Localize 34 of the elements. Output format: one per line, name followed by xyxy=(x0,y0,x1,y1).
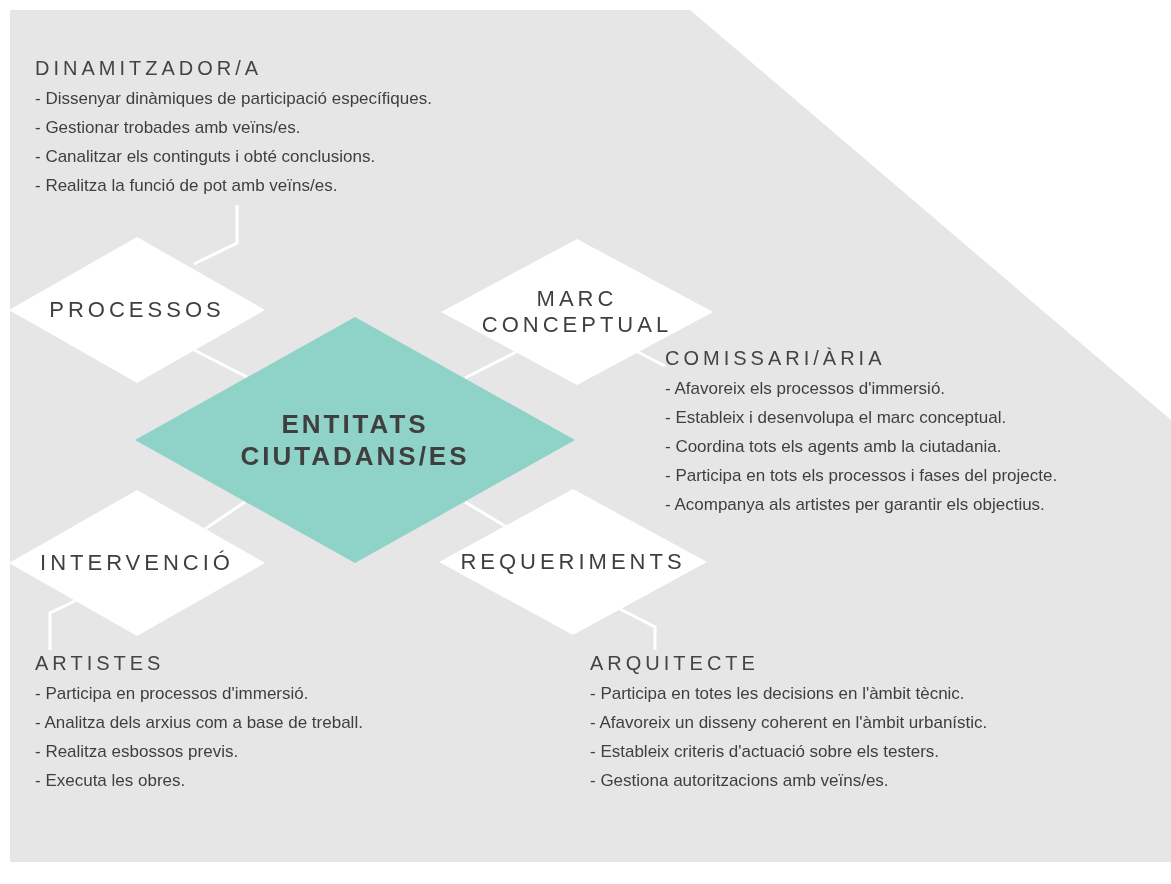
task-line: - Canalitzar els continguts i obté conclusions. xyxy=(35,146,376,168)
role-heading: DINAMITZADOR/A xyxy=(35,56,263,81)
connector-line xyxy=(193,205,239,266)
connector-line xyxy=(619,607,657,650)
task-line: - Participa en tots els processos i fases del projecte. xyxy=(665,465,1058,487)
diamond-label: INTERVENCIÓ xyxy=(39,550,235,576)
task-line: - Gestiona autoritzacions amb veïns/es. xyxy=(590,770,889,792)
diamond-label: ENTITATS CIUTADANS/ES xyxy=(239,408,471,472)
task-line: - Estableix i desenvolupa el marc conceptual. xyxy=(665,407,1007,429)
diamond-label: PROCESSOS xyxy=(48,297,226,323)
task-line: - Participa en totes les decisions en l'àmbit tècnic. xyxy=(590,683,965,705)
task-line: - Acompanya als artistes per garantir els objectius. xyxy=(665,494,1045,516)
connector-line xyxy=(464,500,506,528)
task-line: - Estableix criteris d'actuació sobre els testers. xyxy=(590,741,940,763)
diamond-label: REQUERIMENTS xyxy=(459,549,687,575)
diamond-label: MARC CONCEPTUAL xyxy=(480,286,674,338)
connector-line xyxy=(204,500,246,531)
connector-line xyxy=(637,350,666,368)
role-heading: COMISSARI/ÀRIA xyxy=(665,346,886,371)
task-line: - Realitza la funció de pot amb veïns/es. xyxy=(35,175,338,197)
connector-line xyxy=(464,350,517,380)
task-line: - Participa en processos d'immersió. xyxy=(35,683,309,705)
role-heading: ARQUITECTE xyxy=(590,651,759,676)
task-line: - Analitza dels arxius com a base de treball. xyxy=(35,712,363,734)
task-line: - Coordina tots els agents amb la ciutadania. xyxy=(665,436,1002,458)
connector-line xyxy=(48,599,76,650)
task-line: - Afavoreix un disseny coherent en l'àmbit urbanístic. xyxy=(590,712,988,734)
connector-line xyxy=(193,348,248,379)
task-line: - Executa les obres. xyxy=(35,770,186,792)
task-line: - Realitza esbossos previs. xyxy=(35,741,239,763)
task-line: - Afavoreix els processos d'immersió. xyxy=(665,378,946,400)
task-line: - Dissenyar dinàmiques de participació específiques. xyxy=(35,88,432,110)
role-heading: ARTISTES xyxy=(35,651,165,676)
task-line: - Gestionar trobades amb veïns/es. xyxy=(35,117,301,139)
